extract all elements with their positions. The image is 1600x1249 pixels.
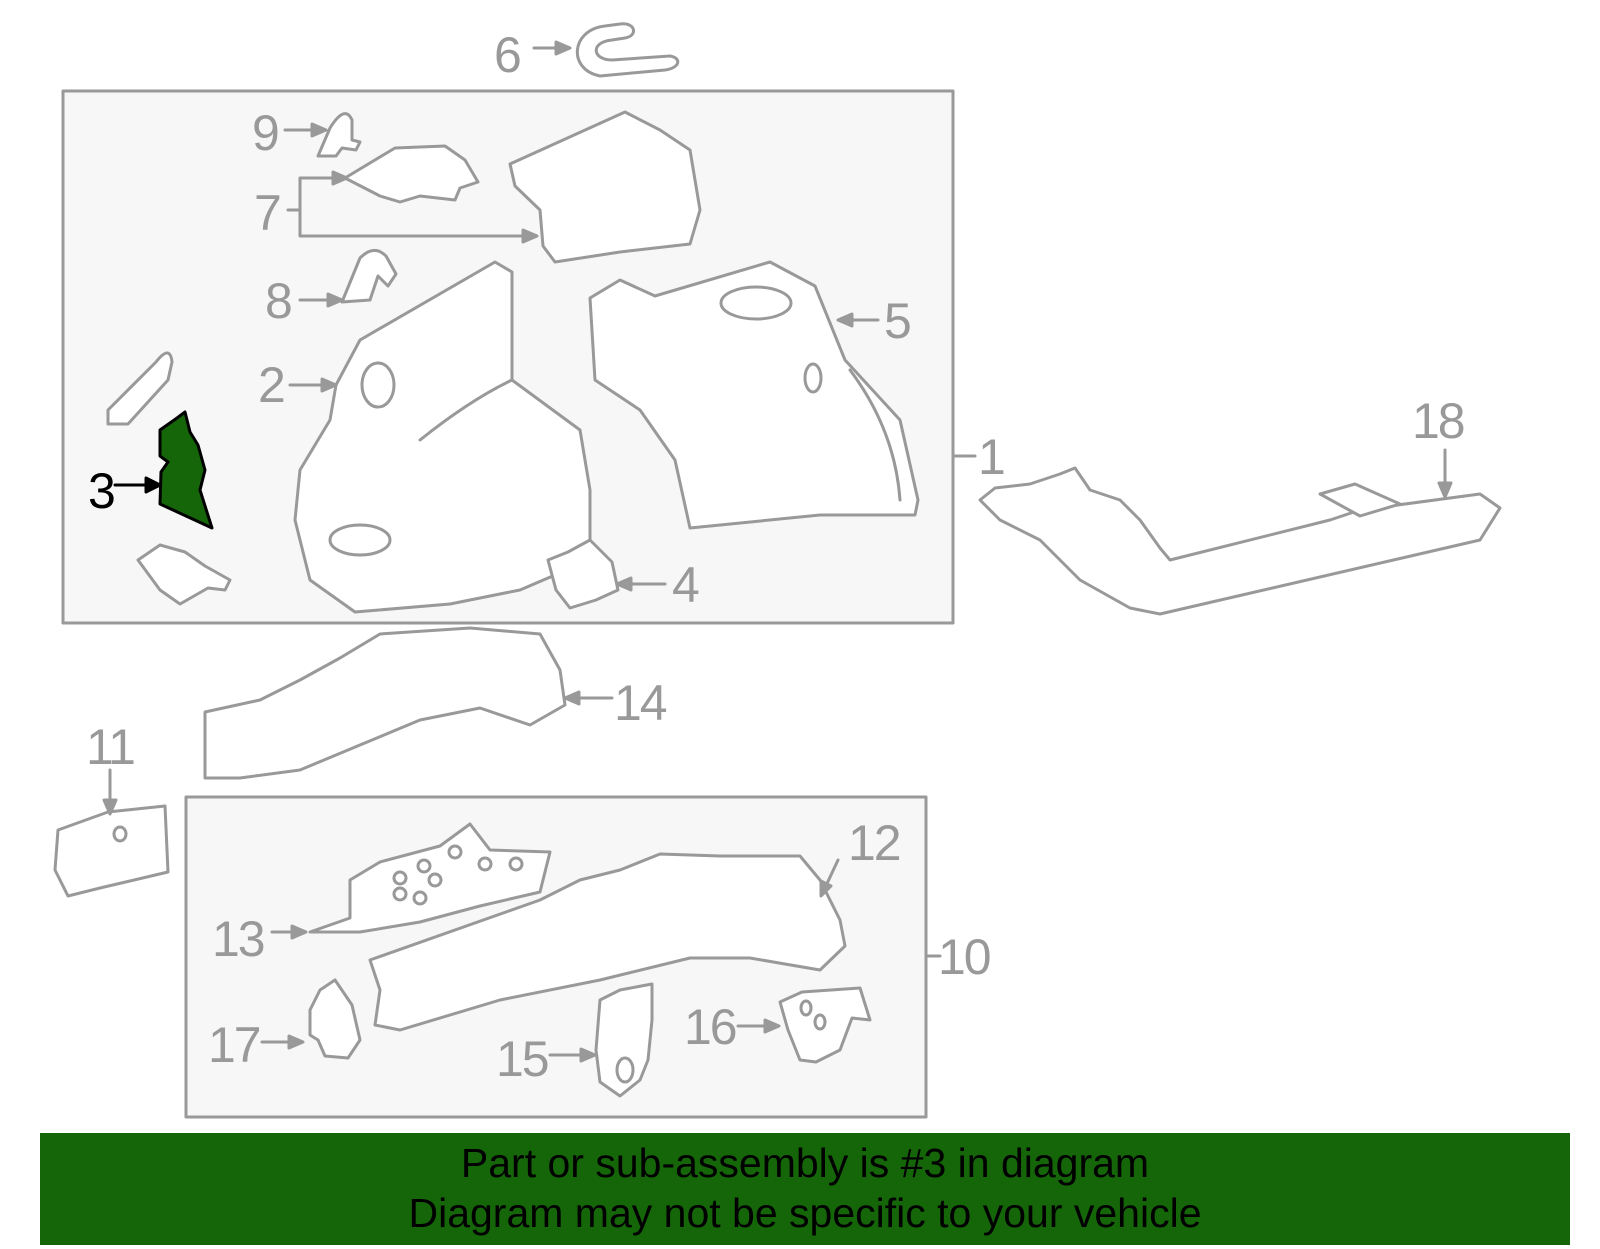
callout-10[interactable]: 10 — [938, 929, 992, 985]
part-9-bracket[interactable] — [283, 112, 362, 158]
callout-5[interactable]: 5 — [884, 293, 912, 349]
callout-18[interactable]: 18 — [1412, 393, 1466, 449]
callout-16[interactable]: 16 — [684, 999, 738, 1055]
part-7-brackets[interactable] — [286, 110, 702, 264]
callout-11[interactable]: 11 — [86, 719, 136, 775]
part-11-plate[interactable] — [53, 768, 170, 898]
part-4-pad[interactable] — [546, 538, 667, 610]
callout-1[interactable]: 1 — [978, 429, 1006, 485]
part-15-bracket[interactable] — [548, 982, 654, 1098]
callout-8[interactable]: 8 — [265, 273, 293, 329]
callout-3-selected[interactable]: 3 — [88, 463, 116, 519]
part-17-bracket[interactable] — [260, 978, 362, 1060]
part-14-member[interactable] — [203, 626, 614, 780]
callout-6[interactable]: 6 — [494, 27, 522, 83]
part-13-plate[interactable] — [270, 822, 552, 940]
callout-13[interactable]: 13 — [212, 911, 266, 967]
banner-part-line: Part or sub-assembly is #3 in diagram — [460, 1140, 1150, 1186]
callout-9[interactable]: 9 — [252, 105, 280, 161]
callout-4[interactable]: 4 — [672, 557, 700, 613]
part-18-side-member[interactable] — [978, 448, 1502, 616]
callout-2[interactable]: 2 — [258, 357, 286, 413]
callout-7[interactable]: 7 — [254, 185, 282, 241]
part-16-bracket[interactable] — [736, 986, 872, 1064]
part-12-rail[interactable] — [368, 852, 847, 1032]
part-2-apron[interactable] — [288, 260, 592, 614]
part-3-highlighted[interactable] — [113, 410, 214, 530]
part-reinforcement-upper — [106, 351, 174, 426]
info-banner: Part or sub-assembly is #3 in diagram Di… — [40, 1133, 1570, 1245]
callout-15[interactable]: 15 — [496, 1031, 550, 1087]
part-reinforcement-lower — [136, 543, 232, 606]
banner-disclaimer-line: Diagram may not be specific to your vehi… — [408, 1190, 1202, 1236]
part-8-bracket[interactable] — [298, 249, 398, 308]
part-5-apron[interactable] — [588, 260, 920, 530]
callout-14[interactable]: 14 — [614, 675, 668, 731]
callout-12[interactable]: 12 — [848, 815, 902, 871]
callout-17[interactable]: 17 — [208, 1017, 262, 1073]
part-6-hook[interactable] — [532, 22, 680, 78]
